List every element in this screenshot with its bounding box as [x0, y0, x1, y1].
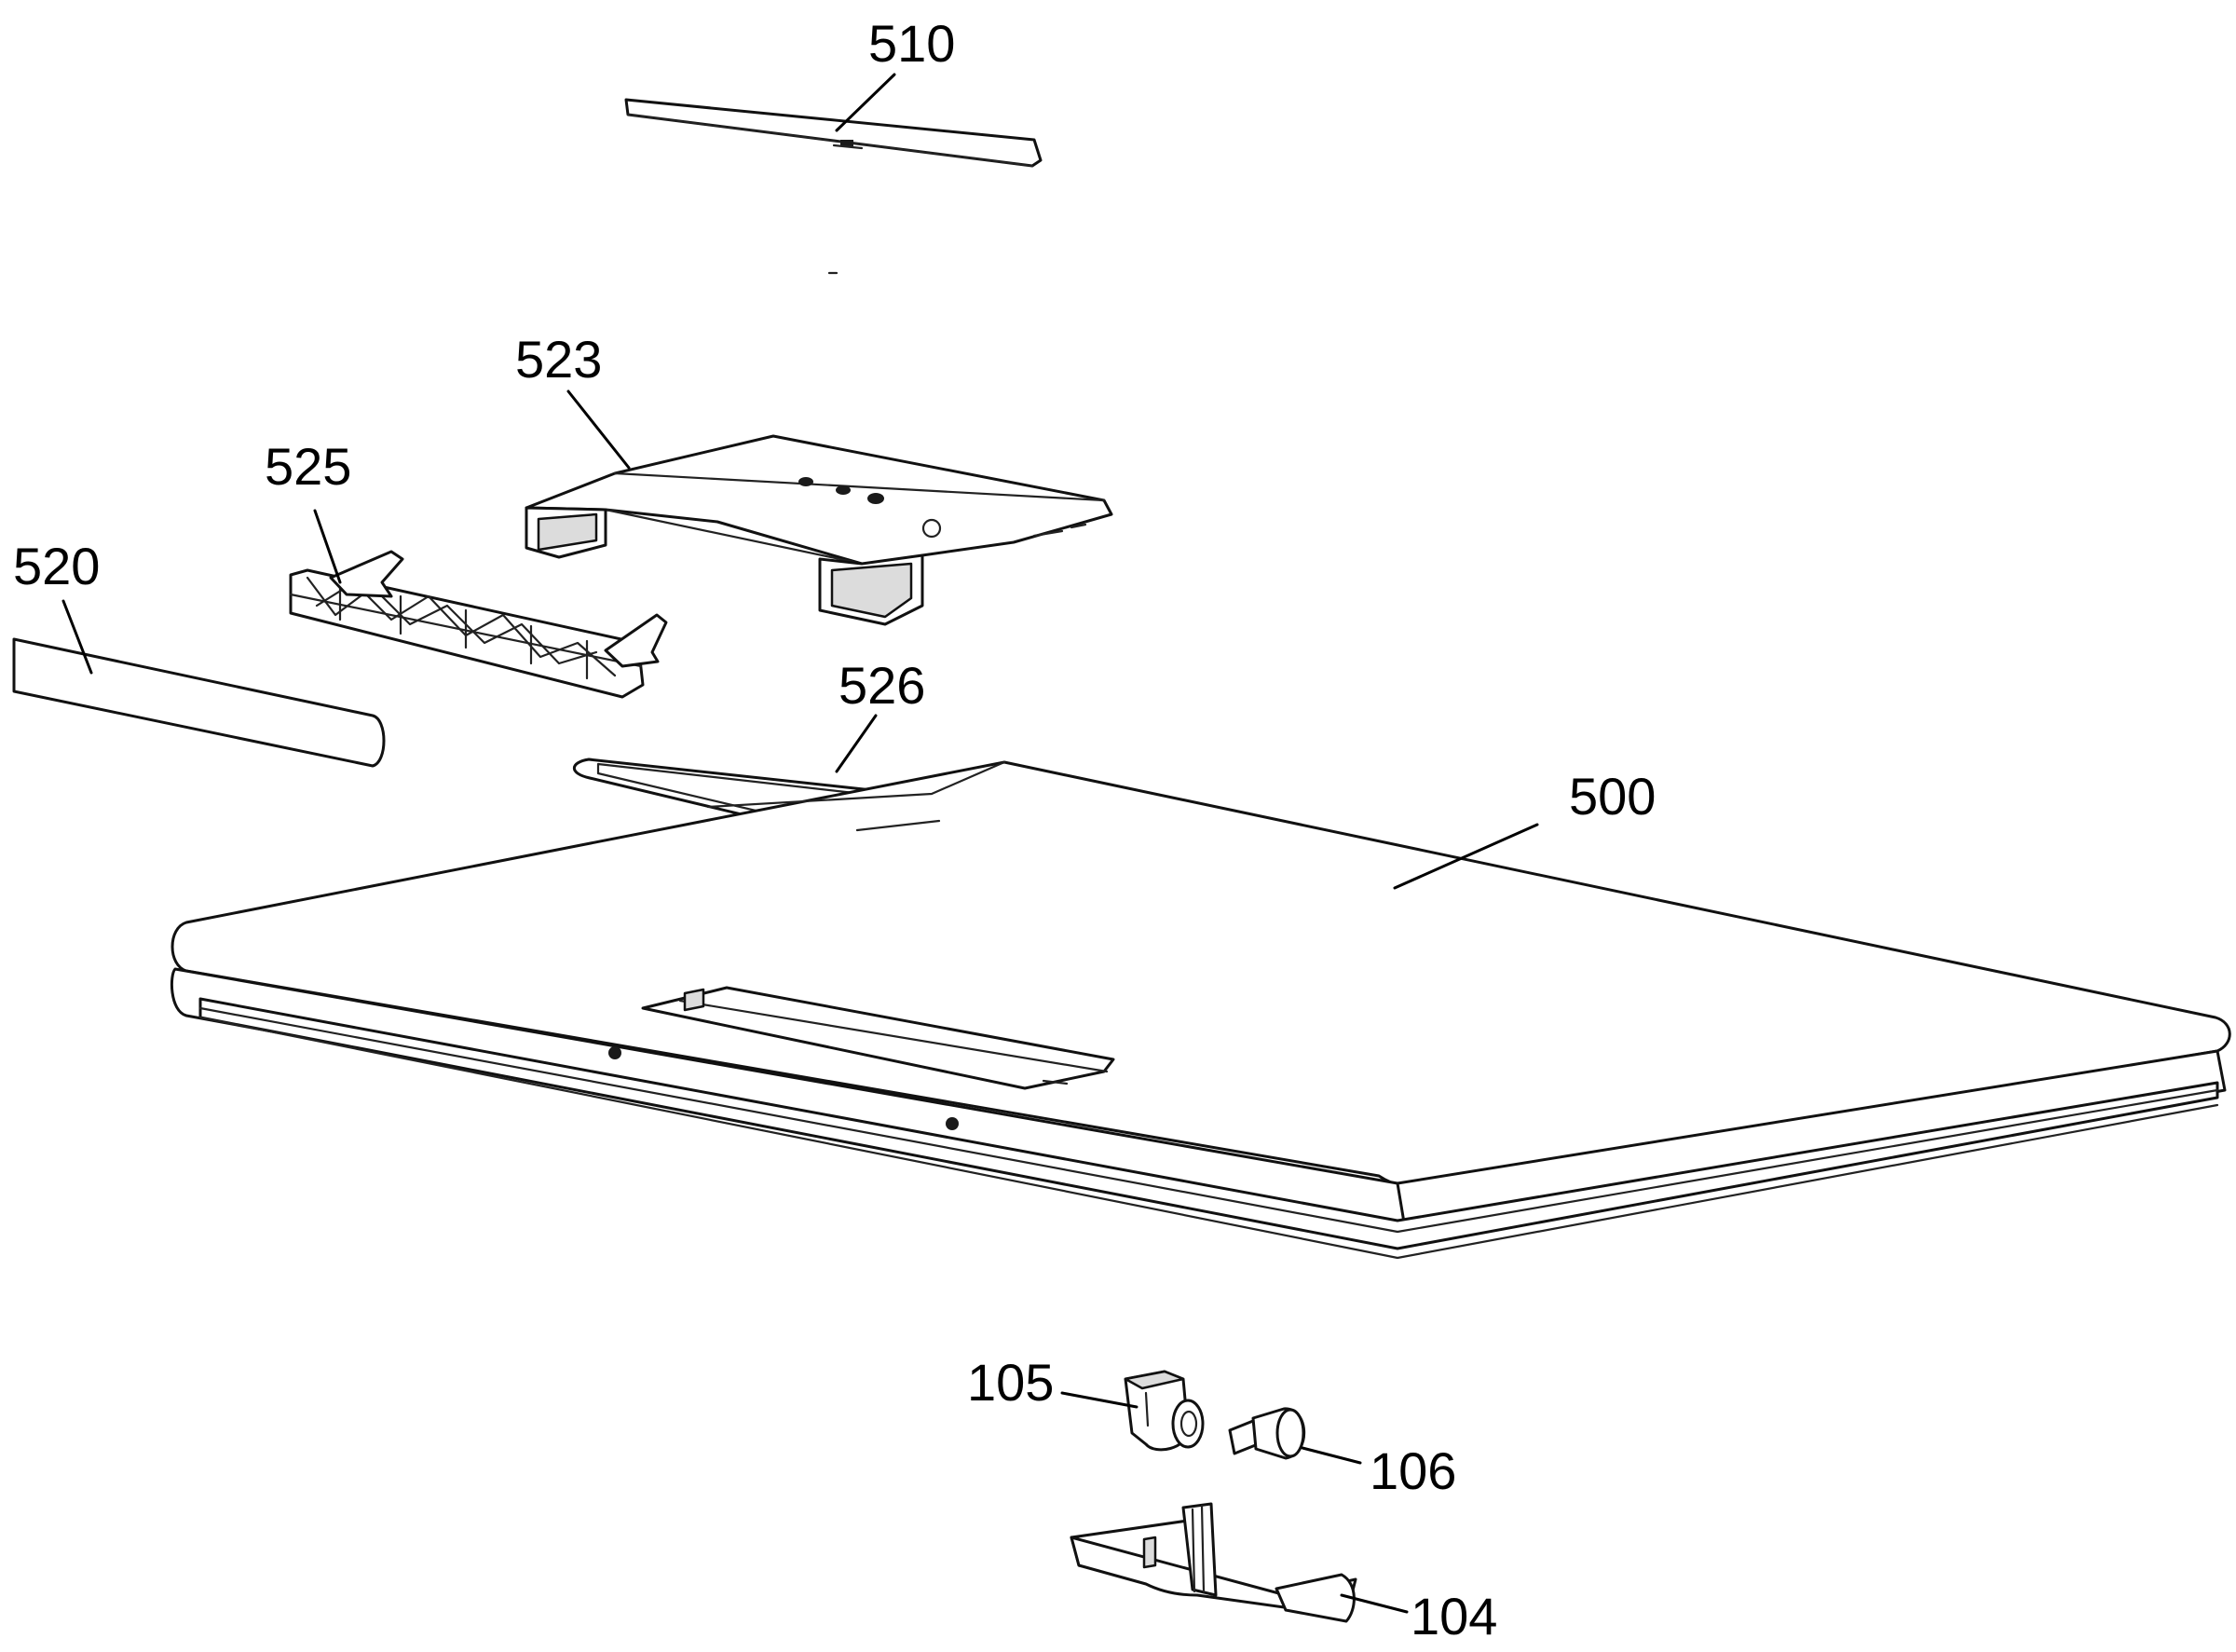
label-104: 104 — [1411, 1587, 1497, 1645]
leader-105 — [1060, 1391, 1138, 1409]
label-500: 500 — [1569, 767, 1656, 826]
leader-510 — [835, 73, 896, 132]
leader-523 — [566, 389, 631, 470]
label-523: 523 — [515, 330, 602, 389]
label-520: 520 — [13, 537, 100, 595]
leader-106 — [1301, 1446, 1362, 1465]
part-523-bracket — [525, 434, 1113, 626]
label-106: 106 — [1370, 1441, 1456, 1500]
part-520-film — [12, 637, 386, 768]
leader-104 — [1340, 1593, 1409, 1614]
part-104-end-cap — [1070, 1502, 1357, 1623]
label-105: 105 — [967, 1353, 1054, 1412]
part-525-frame — [289, 550, 668, 699]
label-526: 526 — [838, 656, 925, 715]
label-510: 510 — [868, 14, 955, 73]
leader-500 — [1393, 823, 1539, 890]
part-510-cover-plate — [624, 98, 1043, 168]
label-525: 525 — [265, 437, 351, 496]
part-106-pin — [1228, 1407, 1306, 1460]
leader-520 — [61, 599, 93, 675]
part-500-housing — [170, 760, 2231, 1260]
leader-526 — [835, 714, 878, 773]
leader-525 — [313, 509, 342, 584]
part-105-hinge-block — [1124, 1370, 1205, 1452]
